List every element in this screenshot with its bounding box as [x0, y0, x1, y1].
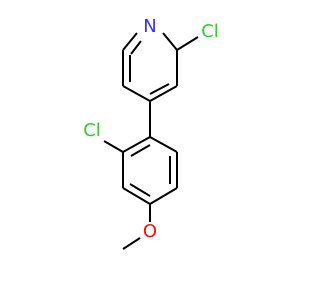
- atom-oxygen-label: O: [143, 221, 157, 242]
- bond-o-methyl: [122, 237, 141, 250]
- background: [0, 0, 300, 300]
- bond-benz-c1-c2: [122, 136, 151, 153]
- bond-pyr-n1-c2: [162, 32, 178, 51]
- atom-chlorine-label-pyridine: Cl: [201, 21, 219, 42]
- bond-benz-double-1: [130, 144, 151, 157]
- bond-pyr-c3-c4: [149, 85, 178, 102]
- structure-canvas: N Cl Cl O: [0, 0, 300, 300]
- bond-benz-c3-c4: [122, 187, 151, 205]
- bond-benz-double-2: [129, 183, 151, 197]
- atom-chlorine-label-benzene: Cl: [83, 120, 101, 141]
- bond-c2-cl-benzene: [103, 140, 124, 153]
- bond-pyr-double-2: [149, 83, 170, 95]
- bond-pyr-c4-c5: [122, 85, 151, 102]
- atom-nitrogen-label: N: [143, 16, 156, 37]
- bond-benz-c6-c1: [149, 136, 178, 153]
- bond-pyr-c6-n1: [122, 32, 138, 51]
- structure-diagram: N Cl Cl O: [0, 0, 300, 300]
- bond-benz-c4-c5: [149, 187, 178, 205]
- bond-c2-cl: [176, 36, 199, 51]
- bond-pyr-double-1: [130, 40, 142, 55]
